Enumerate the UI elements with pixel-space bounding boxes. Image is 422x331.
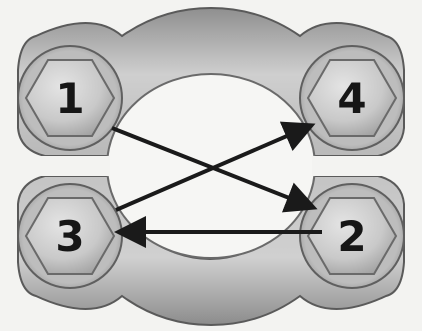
bolt-4-label: 4 <box>337 74 366 123</box>
split-gap-right <box>312 156 408 176</box>
split-gap-left <box>14 156 110 176</box>
bolt-1: 1 <box>18 46 122 150</box>
bolt-1-label: 1 <box>55 74 84 123</box>
bolt-2-label: 2 <box>337 212 366 261</box>
bolt-4: 4 <box>300 46 404 150</box>
bolt-2: 2 <box>300 184 404 288</box>
bolt-3-label: 3 <box>55 212 84 261</box>
bolt-3: 3 <box>18 184 122 288</box>
